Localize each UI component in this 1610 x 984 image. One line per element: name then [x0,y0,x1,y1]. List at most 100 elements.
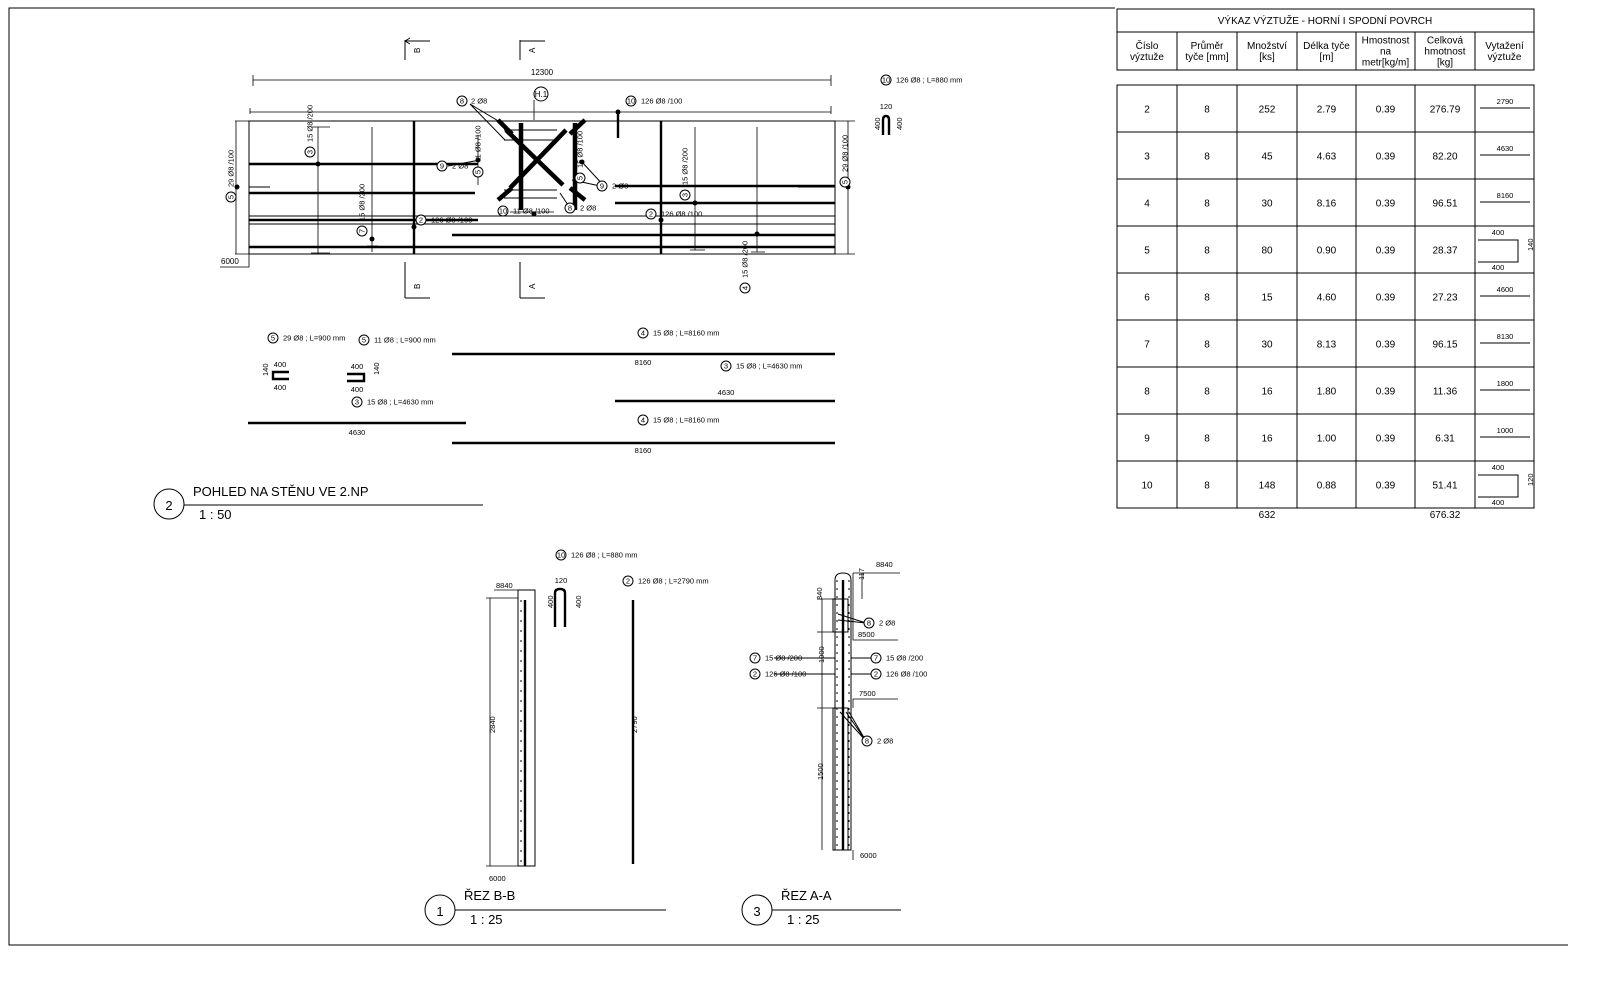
svg-text:29 Ø8 /100: 29 Ø8 /100 [227,150,236,187]
stirrup-detail: 120 400 400 [873,102,904,135]
svg-text:2840: 2840 [488,716,497,733]
svg-text:1500: 1500 [816,763,825,780]
svg-text:2790: 2790 [1497,97,1514,106]
svg-text:400: 400 [546,595,555,608]
cell-no: 4 [1144,199,1150,210]
svg-text:1800: 1800 [1497,379,1514,388]
svg-text:11 Ø8 /100: 11 Ø8 /100 [513,207,550,216]
cell-qty: 16 [1261,387,1273,398]
sheet-border [8,7,1568,946]
svg-text:8840: 8840 [496,581,513,590]
view-number: 1 [436,904,443,919]
svg-text:15 Ø8 /100: 15 Ø8 /100 [576,131,585,168]
bar-shape-sketch: 1800 [1480,379,1530,391]
cell-dia: 8 [1204,434,1210,445]
svg-text:400: 400 [351,362,364,371]
cell-no: 10 [1141,481,1153,492]
svg-text:8840: 8840 [876,560,893,569]
svg-text:8: 8 [865,737,869,746]
opening-reinforcement [447,100,606,217]
svg-text:5: 5 [227,195,236,199]
svg-text:15 Ø8 /200: 15 Ø8 /200 [358,184,367,221]
rebar-label: 529 Ø8 /100 [839,135,851,188]
cell-total: 28.37 [1432,246,1457,257]
level-label: 6000 [221,257,239,266]
svg-text:3: 3 [724,362,728,371]
cell-dia: 8 [1204,481,1210,492]
section-marker-b: B B [404,37,430,299]
schedule-title: VÝKAZ VÝZTUŽE - HORNÍ I SPODNÍ POVRCH [1218,14,1432,27]
view-title: ŘEZ A-A [781,888,832,903]
cell-wpm: 0.39 [1376,340,1396,351]
svg-text:126 Ø8 ; L=880 mm: 126 Ø8 ; L=880 mm [571,551,638,560]
cell-no: 7 [1144,340,1150,351]
cell-wpm: 0.39 [1376,481,1396,492]
cell-no: 2 [1144,105,1150,116]
svg-text:5: 5 [362,336,366,345]
section-marker-a: A A [519,40,545,299]
cell-len: 8.13 [1317,340,1337,351]
column-header: na [1380,47,1392,58]
cell-qty: 30 [1261,199,1273,210]
column-header: Celková [1427,36,1464,47]
svg-text:3: 3 [681,193,690,197]
svg-text:15 Ø8 /200: 15 Ø8 /200 [306,105,315,142]
cell-wpm: 0.39 [1376,387,1396,398]
column-header: tyče [mm] [1185,52,1229,63]
svg-text:2 Ø8: 2 Ø8 [580,204,596,213]
view-title: POHLED NA STĚNU VE 2.NP [193,484,369,499]
svg-text:8500: 8500 [858,630,875,639]
svg-text:120: 120 [880,102,893,111]
svg-text:9: 9 [600,182,604,191]
svg-text:8: 8 [568,204,572,213]
cell-qty: 16 [1261,434,1273,445]
svg-text:7: 7 [874,654,878,663]
axis-label: H.1 [535,90,548,99]
cell-len: 1.80 [1317,387,1337,398]
column-header: [m] [1320,52,1334,63]
svg-text:2: 2 [874,670,878,679]
svg-text:15 Ø8 ; L=8160 mm: 15 Ø8 ; L=8160 mm [653,416,720,425]
cell-no: 8 [1144,387,1150,398]
column-header: [ks] [1259,52,1275,63]
svg-text:1000: 1000 [1497,426,1514,435]
svg-text:9: 9 [440,162,444,171]
cell-no: 9 [1144,434,1150,445]
view-title: ŘEZ B-B [464,888,515,903]
length-dimension: 12300 [531,68,554,77]
svg-text:2: 2 [649,210,653,219]
cell-total: 11.36 [1433,387,1458,398]
bar-shape-sketch: 8160 [1480,191,1530,203]
svg-text:126 Ø8 ; L=2790 mm: 126 Ø8 ; L=2790 mm [638,577,709,586]
svg-text:140: 140 [1526,238,1535,251]
svg-text:15 Ø8 ; L=8160 mm: 15 Ø8 ; L=8160 mm [653,329,720,338]
svg-text:126 Ø8 /100: 126 Ø8 /100 [765,670,806,679]
rebar-label: 315 Ø8 /200 [679,148,691,201]
svg-text:10: 10 [499,207,507,216]
cell-total: 82.20 [1432,152,1457,163]
cell-wpm: 0.39 [1376,199,1396,210]
cell-qty: 148 [1259,481,1276,492]
svg-text:126 Ø8 /100: 126 Ø8 /100 [641,97,682,106]
cell-no: 3 [1144,152,1150,163]
cell-wpm: 0.39 [1376,434,1396,445]
cell-wpm: 0.39 [1376,152,1396,163]
rebar-label: 5 29 Ø8 /100 [225,150,237,203]
cell-wpm: 0.39 [1376,246,1396,257]
rebar-schedule-table: VÝKAZ VÝZTUŽE - HORNÍ I SPODNÍ POVRCH Čí… [1116,8,1535,521]
rebar-label: 515 Ø8 /100 [574,131,586,184]
